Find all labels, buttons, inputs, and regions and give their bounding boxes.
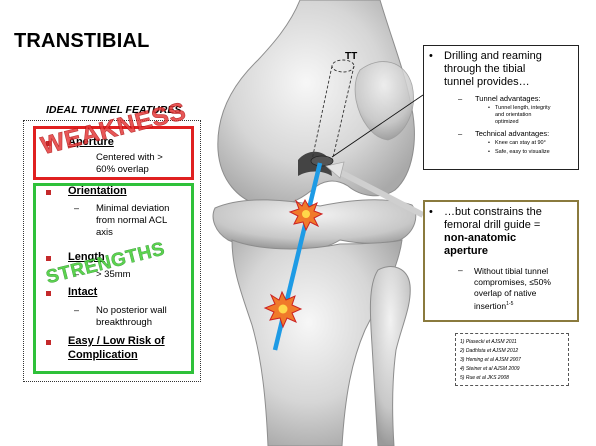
drill-intro-1: Drilling and reaming <box>444 50 542 62</box>
constraint-sup: 1-5 <box>506 301 514 307</box>
tunnel-item-3: optimized <box>495 119 519 125</box>
bullet-icon <box>46 291 51 296</box>
feature-intact-title: Intact <box>68 286 98 298</box>
constraint-line-1: …but constrains the <box>444 206 542 218</box>
constraint-sub-3: overlap of native <box>474 288 537 298</box>
bullet-icon <box>46 141 51 146</box>
tibia <box>231 239 403 446</box>
constraint-bold-1: non-anatomic <box>444 232 517 244</box>
burst-lower-core <box>278 304 288 314</box>
ideal-features-heading: IDEAL TUNNEL FEATURES <box>46 104 182 116</box>
strengths-box <box>33 183 194 374</box>
dash-icon: – <box>458 94 463 103</box>
patella <box>354 61 414 141</box>
bullet-dot-icon: • <box>429 50 433 62</box>
reference-3: 3) Heming et al AJSM 2007 <box>460 357 521 363</box>
feature-aperture-title: Aperture <box>68 136 114 148</box>
features-panel <box>23 120 201 382</box>
constraint-box <box>423 200 579 322</box>
dash-icon: – <box>458 129 463 138</box>
constraint-sub-1: Without tibial tunnel <box>474 266 549 276</box>
bullet-dot-icon: • <box>488 149 490 155</box>
fibula <box>369 266 411 446</box>
tt-label: TT <box>345 51 358 62</box>
dash-icon: – <box>74 305 80 315</box>
feature-intact-desc-2: breakthrough <box>96 317 152 328</box>
bullet-icon <box>46 190 51 195</box>
constraint-sub-2: compromises, ≤50% <box>474 277 551 287</box>
technical-item-1: Knee can stay at 90° <box>495 140 546 146</box>
dash-icon: – <box>74 269 80 279</box>
feature-orientation-title: Orientation <box>68 185 127 197</box>
bullet-dot-icon: • <box>488 105 490 111</box>
weakness-box <box>33 126 194 180</box>
feature-orientation-desc-2: from normal ACL <box>96 215 168 226</box>
feature-easy-title-2: Complication <box>68 349 138 361</box>
drill-pointer <box>331 94 424 158</box>
feature-orientation-desc-1: Minimal deviation <box>96 203 170 214</box>
reference-4: 4) Steiner et al AJSM 2009 <box>460 366 520 372</box>
constraint-bold-2: aperture <box>444 245 489 257</box>
constraint-sub-4: insertion1-5 <box>474 299 513 311</box>
references-box <box>455 333 569 386</box>
bullet-icon <box>46 256 51 261</box>
drill-intro-2: through the tibial <box>444 63 526 75</box>
bullet-dot-icon: • <box>488 140 490 146</box>
feature-length-title: Length <box>68 251 105 263</box>
burst-upper-core <box>302 210 310 218</box>
technical-item-2: Safe, easy to visualize <box>495 149 550 155</box>
feature-aperture-desc-1: Centered with > <box>96 152 163 163</box>
dash-icon: – <box>458 265 463 275</box>
constraint-arrowhead <box>325 161 345 179</box>
feature-length-desc-1: > 35mm <box>96 269 131 280</box>
bullet-icon <box>46 340 51 345</box>
drilling-advantages-box <box>423 45 579 170</box>
feature-orientation-desc-3: axis <box>96 227 113 238</box>
tunnel-cylinder <box>311 59 355 163</box>
tunnel-item-1: Tunnel length, integrity <box>495 105 551 111</box>
feature-intact-desc-1: No posterior wall <box>96 305 167 316</box>
drill-intro-3: tunnel provides… <box>444 76 530 88</box>
tunnel-advantages-heading: Tunnel advantages: <box>475 94 541 103</box>
feature-aperture-desc-2: 60% overlap <box>96 164 149 175</box>
technical-advantages-heading: Technical advantages: <box>475 129 550 138</box>
tunnel-aperture <box>310 155 334 167</box>
page-title: TRANSTIBIAL <box>14 30 150 52</box>
tunnel-item-2: and orientation <box>495 112 532 118</box>
dash-icon: – <box>74 203 80 213</box>
constraint-arrow <box>334 167 425 218</box>
constraint-line-2: femoral drill guide = <box>444 219 541 231</box>
feature-easy-title: Easy / Low Risk of <box>68 335 165 347</box>
reference-5: 5) Rue et al JKS 2008 <box>460 375 509 381</box>
reference-1: 1) Piasecki et AJSM 2011 <box>460 339 517 345</box>
reference-2: 2) Dadhlsta et AJSM 2012 <box>460 348 519 354</box>
constraint-sub-4-text: insertion <box>474 300 507 311</box>
bullet-dot-icon: • <box>429 206 433 218</box>
